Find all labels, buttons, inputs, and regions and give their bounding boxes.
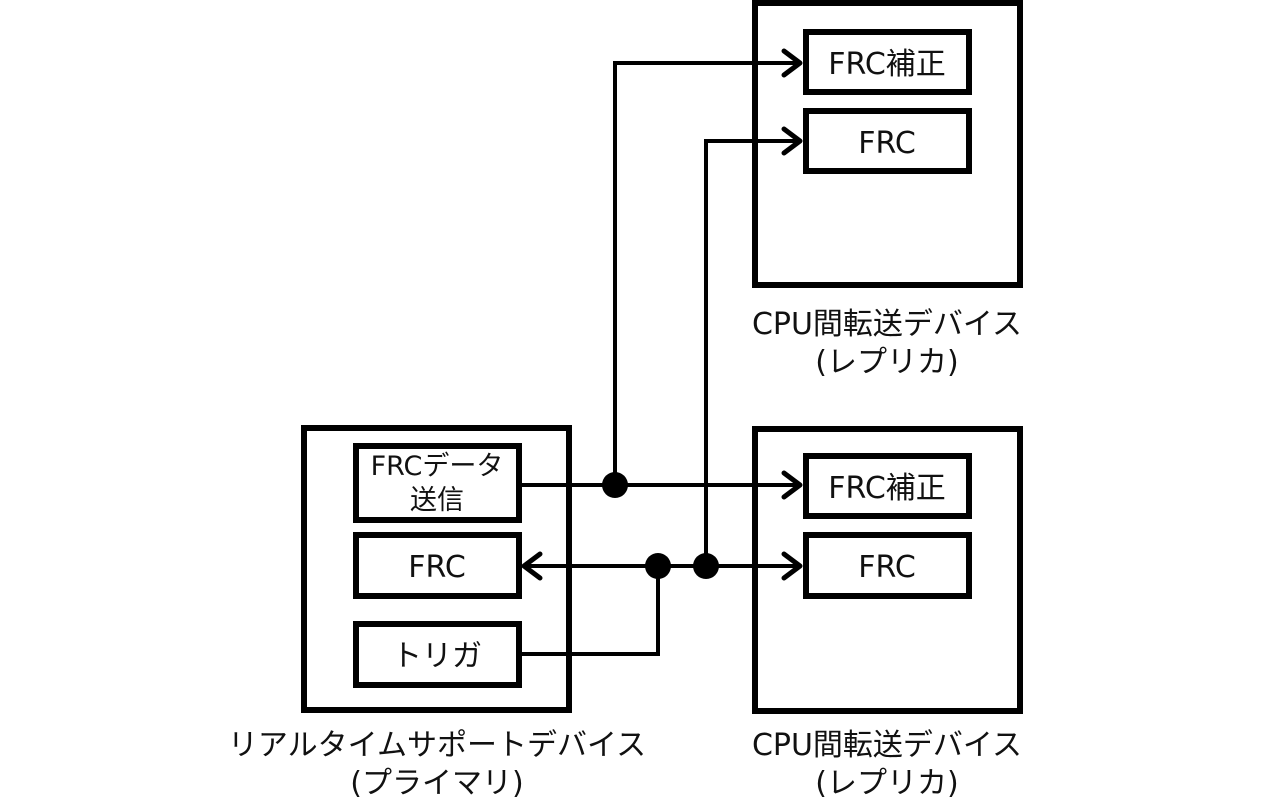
wire-trigger xyxy=(519,566,660,656)
primary-caption-line1: リアルタイムサポートデバイス xyxy=(228,728,646,763)
replica-bottom-caption-line1: CPU間転送デバイス xyxy=(752,728,1022,763)
replica-bottom-frc-label: FRC xyxy=(858,550,916,585)
primary-device-box xyxy=(301,425,572,713)
primary-frc-data-label-line2: 送信 xyxy=(410,485,464,516)
arrowhead-bottom-correction xyxy=(781,470,803,500)
junction-dot-trigger xyxy=(645,553,671,579)
replica-bottom-device-box xyxy=(752,426,1023,714)
replica-bottom-caption-line2: (レプリカ) xyxy=(815,766,958,801)
replica-top-caption-line2: (レプリカ) xyxy=(815,345,958,380)
replica-bottom-frc-correction-label: FRC補正 xyxy=(828,471,946,506)
primary-trigger-label: トリガ xyxy=(392,639,482,674)
primary-frc-block xyxy=(353,532,522,599)
arrowhead-top-frc xyxy=(781,126,803,156)
arrowhead-primary-frc xyxy=(521,551,543,581)
replica-top-frc-block xyxy=(803,108,972,174)
replica-top-frc-label: FRC xyxy=(858,126,916,161)
junction-dot-data xyxy=(602,472,628,498)
arrowhead-top-correction xyxy=(781,48,803,78)
arrowhead-bottom-frc xyxy=(781,551,803,581)
primary-frc-label: FRC xyxy=(408,550,466,585)
primary-frc-data-label-line1: FRCデータ xyxy=(371,451,504,482)
replica-top-device-box xyxy=(752,0,1023,288)
junction-dot-frc xyxy=(693,553,719,579)
wire-to-top-frc xyxy=(704,139,800,566)
primary-caption-line2: (プライマリ) xyxy=(350,766,523,801)
wire-data-to-top-correction xyxy=(613,61,800,485)
replica-top-frc-correction-block xyxy=(803,29,972,95)
replica-bottom-frc-block xyxy=(803,532,972,599)
replica-bottom-frc-correction-block xyxy=(803,453,972,519)
replica-top-frc-correction-label: FRC補正 xyxy=(828,47,946,82)
replica-top-caption-line1: CPU間転送デバイス xyxy=(752,307,1022,342)
